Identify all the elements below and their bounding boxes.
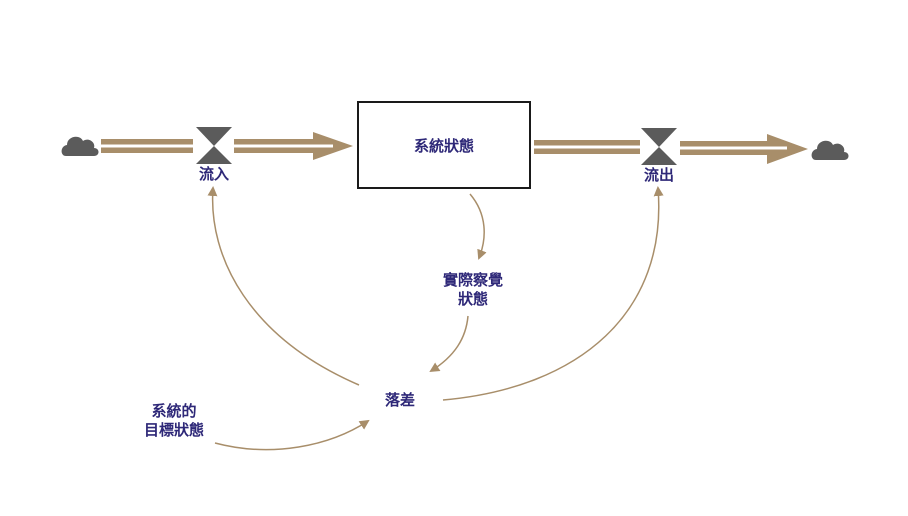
inflow-label: 流入 [199, 165, 229, 183]
inflow-pipe-left [101, 139, 193, 153]
stock-box[interactable] [357, 101, 531, 189]
link-gap-to-inflow [207, 186, 360, 386]
outflow-label: 流出 [644, 166, 674, 184]
outflow-pipe-left [534, 140, 640, 154]
goal-label-line2: 目標狀態 [144, 421, 204, 439]
link-perceived-to-gap [429, 315, 469, 373]
perceived-label-line1: 實際察覺 [443, 271, 503, 289]
perceived-label-line2: 狀態 [458, 290, 488, 308]
sink-cloud-icon [811, 140, 849, 160]
outflow-valve-icon[interactable] [641, 128, 677, 165]
source-cloud-icon [61, 136, 99, 156]
stock-label: 系統狀態 [414, 137, 474, 155]
inflow-pipe-right [234, 132, 353, 160]
inflow-valve-icon[interactable] [196, 127, 232, 164]
link-stock-to-perceived [469, 193, 487, 260]
gap-label: 落差 [385, 391, 415, 409]
link-goal-to-gap [214, 419, 370, 451]
goal-label-line1: 系統的 [151, 402, 196, 420]
link-gap-to-outflow [442, 186, 664, 401]
outflow-pipe-right [680, 134, 808, 164]
outflow-arrowhead [767, 134, 808, 164]
